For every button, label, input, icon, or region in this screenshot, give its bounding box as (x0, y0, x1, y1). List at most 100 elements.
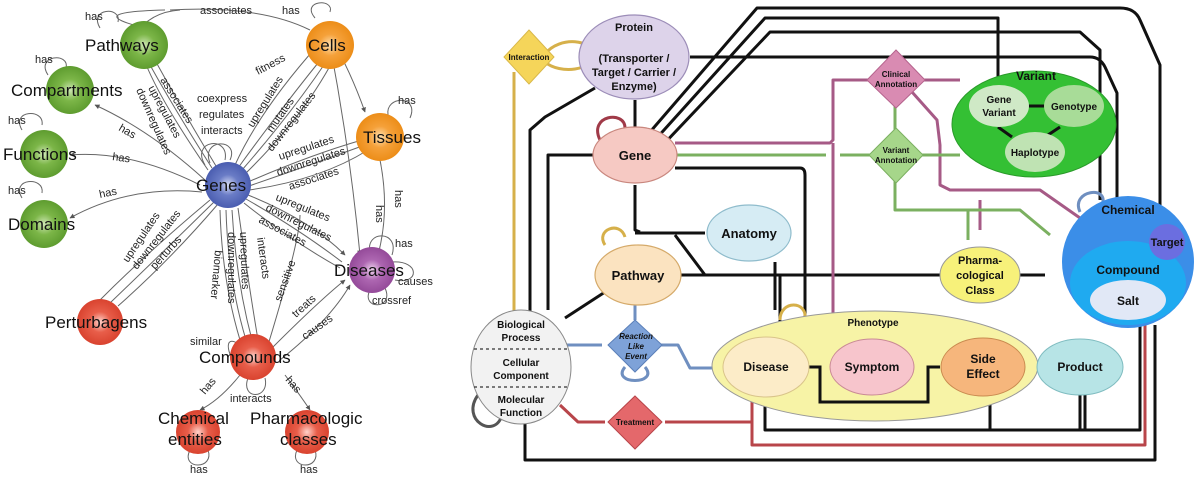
edge-label: has (282, 5, 300, 17)
node-pathways[interactable]: Pathways (85, 21, 168, 69)
node-label: Pathway (612, 268, 666, 283)
node-diseases[interactable]: Diseases (334, 247, 404, 293)
node-label: Compound (1096, 263, 1159, 277)
edge-bio-treatment (558, 403, 605, 424)
node-label-cc1: Cellular (503, 358, 540, 369)
edge-cells-diseases (329, 44, 363, 256)
edge-label: has (117, 122, 139, 142)
edge-label: has (190, 464, 208, 476)
node-label-line1: Gene (986, 95, 1011, 106)
node-label-line2: Variant (982, 108, 1016, 119)
node-domains[interactable]: Domains (8, 200, 75, 248)
edge-protein-left (528, 86, 596, 410)
node-cells[interactable]: Cells (306, 21, 354, 69)
edge-cells-genes-down (245, 65, 331, 174)
loop-functions (19, 113, 43, 131)
edge-label: regulates (199, 109, 245, 121)
right-graph-edges (471, 6, 1162, 462)
node-clinical-annotation[interactable]: Clinical Annotation (866, 49, 926, 109)
loop-disease (778, 303, 807, 321)
edge-label: crossref (372, 295, 412, 307)
edge-label: has (283, 374, 304, 396)
node-pharmacological-class[interactable]: Pharma- cological Class (939, 246, 1021, 304)
node-label-line1: Reaction (619, 332, 653, 341)
loop-pathways (97, 10, 119, 29)
node-compounds[interactable]: Compounds (199, 334, 291, 380)
node-label-line3: Event (625, 352, 647, 361)
edge-label: has (8, 185, 26, 197)
node-perturbagens[interactable]: Perturbagens (45, 299, 147, 345)
node-protein[interactable]: Protein (Transporter / Target / Carrier … (578, 14, 690, 100)
node-label-line1: Variant (883, 146, 910, 155)
edge-compounds-diseases-treats (271, 279, 346, 349)
loop-compartments (44, 57, 67, 76)
edge-clinical-chemical (910, 91, 1081, 220)
node-genes[interactable]: Genes (196, 162, 251, 208)
loop-genes-2 (207, 143, 233, 164)
node-product[interactable]: Product (1036, 338, 1124, 396)
node-label: Gene (619, 148, 652, 163)
node-salt[interactable]: Salt (1090, 280, 1166, 320)
node-tissues[interactable]: Tissues (356, 113, 421, 161)
edge-genes-compounds-1 (219, 209, 241, 341)
edge-varannotation-chemical (893, 180, 1051, 237)
node-label-mf1: Molecular (498, 395, 545, 406)
edge-label: has (98, 185, 118, 201)
loop-pathway (601, 226, 627, 246)
node-reaction-like-event[interactable]: Reaction Like Event (607, 319, 663, 373)
node-bio-go[interactable]: Biological Process Cellular Component Mo… (470, 309, 572, 425)
node-label: Disease (743, 360, 789, 374)
node-anatomy[interactable]: Anatomy (706, 204, 792, 262)
node-chemical[interactable]: Chemical Compound Target Salt (1062, 196, 1194, 328)
node-side-effect[interactable]: Side Effect (940, 337, 1026, 397)
node-label: Perturbagens (45, 313, 147, 332)
node-interaction[interactable]: Interaction (503, 29, 555, 85)
edge-tissues-genes-1 (247, 139, 363, 183)
node-pharmacologic-classes[interactable]: Pharmacologic classes (250, 409, 363, 454)
node-label: Cells (308, 36, 346, 55)
edge-label: has (392, 190, 404, 208)
node-chemical-entities[interactable]: Chemical entities (158, 409, 229, 454)
node-disease[interactable]: Disease (722, 336, 810, 398)
loop-diseases-crossref (367, 287, 388, 306)
edge-genes-compartments (94, 104, 206, 181)
node-label-line2: Target / Carrier / (592, 67, 676, 79)
edge-gene-left (546, 153, 595, 310)
edge-label: has (85, 11, 103, 23)
node-label: Genes (196, 176, 246, 195)
node-label-line1: Clinical (882, 70, 910, 79)
loop-compounds-interacts (246, 377, 266, 395)
node-gene-variant[interactable]: Gene Variant (969, 85, 1029, 127)
node-label-line2: Annotation (875, 80, 917, 89)
loop-tissues (387, 99, 413, 119)
edge-label: causes (300, 312, 336, 342)
node-variant-annotation[interactable]: Variant Annotation (868, 127, 924, 184)
node-symptom[interactable]: Symptom (829, 338, 915, 396)
loop-gene (596, 115, 627, 141)
edge-genes-pathways-3 (155, 61, 217, 167)
node-gene[interactable]: Gene (592, 126, 678, 184)
node-label-line1: Side (970, 352, 996, 366)
node-genotype[interactable]: Genotype (1044, 85, 1104, 127)
node-label: Anatomy (721, 226, 777, 241)
node-target[interactable]: Target (1149, 224, 1185, 260)
edge-genes-pathways-1 (144, 61, 209, 171)
node-compartments[interactable]: Compartments (11, 66, 122, 114)
node-variant[interactable]: Variant Gene Variant Genotype Haplotype (951, 69, 1117, 178)
edge-chemical-product (1085, 320, 1142, 432)
node-label: Target (1151, 237, 1184, 249)
node-label: Functions (3, 145, 77, 164)
node-label: Genotype (1051, 102, 1098, 113)
node-label-line2: entities (168, 430, 222, 449)
node-haplotype[interactable]: Haplotype (1005, 132, 1065, 172)
node-treatment[interactable]: Treatment (607, 395, 663, 450)
node-functions[interactable]: Functions (3, 130, 77, 178)
edge-genes-compounds-4 (237, 207, 259, 341)
node-label: Haplotype (1011, 148, 1060, 159)
node-phenotype[interactable]: Phenotype Disease Symptom Side Effect (711, 310, 1039, 422)
edge-label: has (35, 54, 53, 66)
node-pathway[interactable]: Pathway (594, 244, 682, 306)
node-label: Salt (1117, 294, 1139, 308)
node-label: Product (1057, 360, 1102, 374)
